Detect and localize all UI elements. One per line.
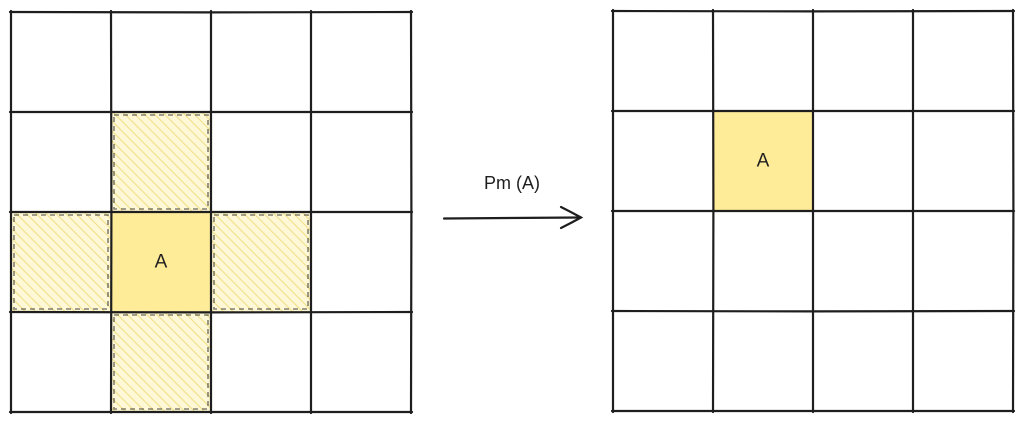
hatched-cell-outline bbox=[213, 214, 309, 310]
right-arrow-icon bbox=[442, 205, 584, 230]
hatched-cell bbox=[211, 212, 311, 312]
hatched-cell bbox=[111, 312, 211, 412]
left-grid: A bbox=[8, 9, 414, 415]
right-grid: A bbox=[610, 8, 1016, 414]
transform-arrow: Pm (A) bbox=[442, 173, 584, 230]
hatched-cell bbox=[111, 112, 211, 212]
right-grid-lines bbox=[610, 8, 1016, 414]
right-grid-fills bbox=[713, 111, 813, 211]
left-grid-lines bbox=[8, 9, 414, 415]
hatched-cell-outline bbox=[113, 314, 209, 410]
hatched-cell bbox=[11, 212, 111, 312]
right-cell-a-label: A bbox=[757, 151, 770, 172]
left-cell-a-label: A bbox=[155, 252, 168, 273]
solid-cell bbox=[713, 111, 813, 211]
hatched-cell-outline bbox=[13, 214, 109, 310]
solid-cell bbox=[111, 212, 211, 312]
hatched-cell-outline bbox=[113, 114, 209, 210]
arrow-label: Pm (A) bbox=[484, 173, 540, 193]
left-grid-fills bbox=[11, 112, 311, 412]
